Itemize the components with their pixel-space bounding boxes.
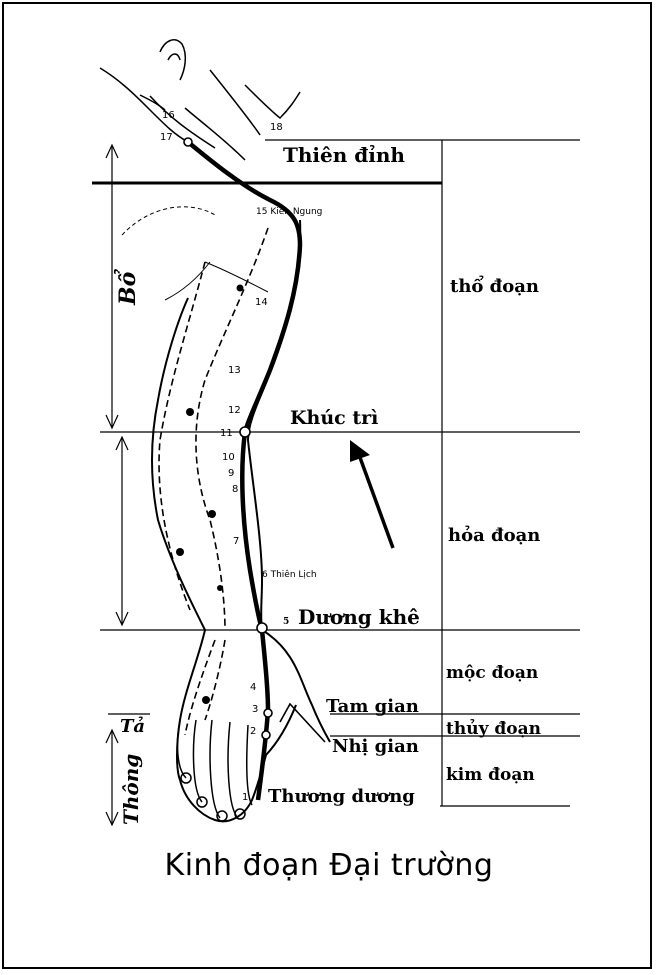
point-number: 8 (232, 484, 238, 495)
tam-gian-label: Tam gian (326, 696, 419, 717)
point-number: 14 (255, 297, 268, 308)
internal-dashed-lines (159, 228, 268, 735)
point-number: 12 (228, 405, 241, 416)
thuy-doan-label: thủy đoạn (446, 719, 541, 739)
duong-khe-label: Dương khê (298, 605, 420, 629)
point-number: 16 (162, 110, 175, 121)
point-number: 13 (228, 365, 241, 376)
thong-label: Thông (119, 754, 143, 825)
point-number: 11 (220, 428, 233, 439)
diagram-title: Kinh đoạn Đại trường (0, 848, 658, 883)
thien-dinh-label: Thiên đỉnh (283, 143, 405, 167)
point-number: 4 (250, 682, 256, 693)
head-sketch (100, 40, 300, 160)
hoa-doan-label: hỏa đoạn (448, 524, 540, 546)
direction-arrow (358, 452, 393, 548)
point-number: 18 (270, 122, 283, 133)
fingers (178, 720, 252, 821)
nhi-gian-label: Nhị gian (332, 736, 419, 757)
point-number: 7 (233, 536, 239, 547)
tho-doan-label: thổ đoạn (450, 273, 539, 297)
ta-label: Tả (120, 715, 145, 737)
bo-label: Bổ (113, 268, 141, 306)
kim-doan-label: kim đoạn (446, 765, 535, 785)
moc-doan-label: mộc đoạn (446, 663, 538, 683)
point-number: 2 (250, 726, 256, 737)
thien-lich-label: 6 Thiên Lịch (262, 569, 317, 580)
thuong-duong-label: Thương dương (268, 786, 415, 807)
point-number: 10 (222, 452, 235, 463)
point-number: 9 (228, 468, 234, 479)
khuc-tri-label: Khúc trì (290, 407, 378, 429)
point-number: 17 (160, 132, 173, 143)
point-number: 5 (283, 617, 289, 627)
kien-ngung-label: 15 Kiên Ngung (256, 206, 322, 217)
point-number: 3 (252, 704, 258, 715)
point-number: 1 (242, 792, 248, 803)
